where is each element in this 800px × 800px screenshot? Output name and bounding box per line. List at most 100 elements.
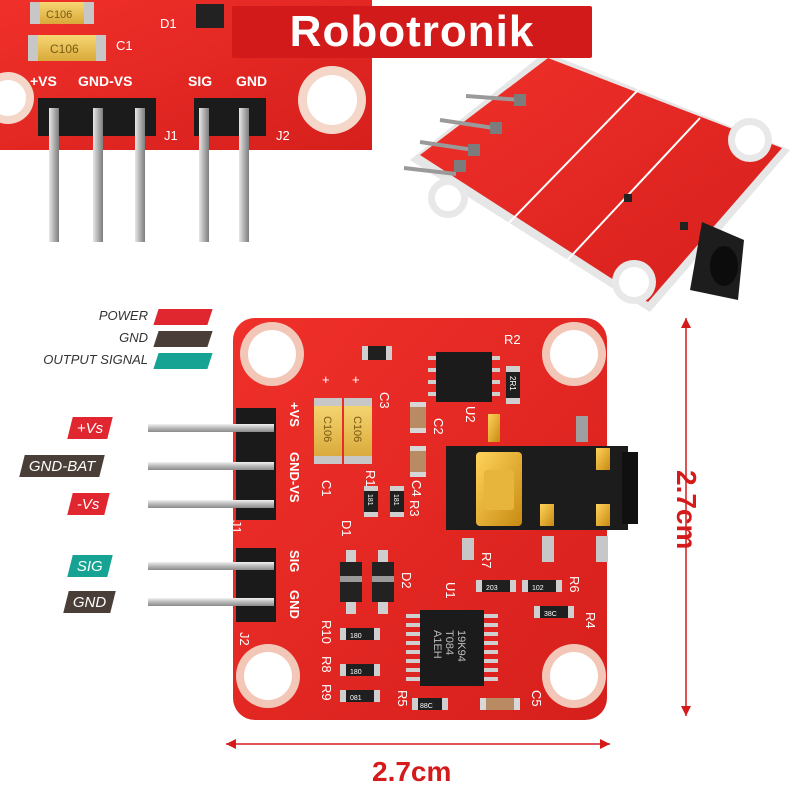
chip-u2 [436,352,492,402]
pin-tag-vs-plus: +Vs [67,417,114,439]
pin-tag-sig: SIG [67,555,113,577]
header-label: GND-VS [78,73,132,89]
smd-resistor: 38C [534,606,574,618]
header-label: +VS [30,73,57,89]
ref-label: C3 [377,392,392,409]
smd-resistor: 181 [390,486,404,517]
smd-capacitor [480,698,520,710]
ref-label: C2 [431,418,446,435]
board-back-photo [403,52,790,312]
cap-mark: C106 [351,416,363,442]
header-pins [148,424,274,606]
ref-label: R8 [319,656,334,673]
smd-resistor: 180 [340,664,380,676]
ref-label: J1 [164,128,178,143]
svg-text:+: + [352,372,360,387]
chip-u1: T084 19K94 A1EH [406,610,498,686]
ref-label: R5 [395,690,410,707]
diode-d2 [372,550,394,614]
ref-label: R3 [407,500,422,517]
chip-mark: T084 [443,630,455,655]
legend-swatch [153,331,213,347]
smd-capacitor [410,446,426,477]
board-header-label: GND-VS [287,452,302,503]
ref-label: R7 [479,552,494,569]
mounting-hole [236,644,300,708]
ref-label: R1 [363,470,378,487]
ref-label: D1 [339,520,354,537]
ref-label: R2 [504,332,521,347]
ref-label: C4 [409,480,424,497]
board-header-label: SIG [287,550,302,572]
ref-label: C1 [319,480,334,497]
ref-label: C1 [116,38,133,53]
smd-capacitor [410,402,426,433]
resistor-mark: 102 [532,585,544,592]
ref-label: R4 [583,612,598,629]
resistor-mark: 180 [350,669,362,676]
header-label: SIG [188,73,212,89]
resistor-mark: 203 [486,585,498,592]
legend-item: OUTPUT SIGNAL [20,350,213,372]
color-legend: POWER GND OUTPUT SIGNAL [20,306,213,372]
legend-label: OUTPUT SIGNAL [43,352,148,367]
chip-mark: A1EH [431,630,443,659]
ref-label: U2 [463,406,478,423]
resistor-mark: 180 [350,633,362,640]
legend-item: GND [20,328,213,350]
diode-d1 [340,550,362,614]
smd-resistor: 2R1 [506,366,520,404]
dimension-arrows [226,318,691,749]
tantalum-capacitor [314,402,342,458]
legend-label: GND [119,330,148,345]
pin-tag-vs-minus: -Vs [67,493,110,515]
legend-label: POWER [98,308,148,323]
chip-mark: 19K94 [455,630,467,662]
svg-text:+: + [322,372,330,387]
mounting-hole [542,322,606,386]
smd-resistor: 88C [412,698,448,710]
resistor-mark: 181 [392,494,399,506]
pin-tag-gnd: GND [63,591,117,613]
brand-banner: Robotronik [232,6,592,58]
ref-label: R10 [319,620,334,644]
legend-swatch [153,309,213,325]
cap-mark: C106 [50,42,79,56]
mounting-hole [542,644,606,708]
height-dimension-label: 2.7cm [671,470,702,550]
smd-resistor: 181 [364,486,378,517]
smd-resistor: 081 [340,690,380,702]
cap-mark: C106 [46,9,72,21]
ref-label: J2 [237,632,252,646]
pin-header-j2 [236,548,276,622]
resistor-mark: 181 [366,494,373,506]
resistor-mark: 081 [350,695,362,702]
width-dimension-label: 2.7cm [372,756,452,787]
ref-label: C5 [529,690,544,707]
brand-name: Robotronik [289,7,535,56]
legend-item: POWER [20,306,213,328]
smd-resistor [362,346,392,360]
cap-mark: C106 [321,416,333,442]
resistor-mark: 38C [544,611,557,618]
smd-resistor: 180 [340,628,380,640]
board-header-label: +VS [287,402,302,427]
mounting-hole [240,322,304,386]
tantalum-capacitor [30,35,100,61]
main-board: +VS GND-VS SIG GND C106 C106 + + [229,318,638,720]
ref-label: R9 [319,684,334,701]
smd-resistor: 102 [522,580,562,592]
tantalum-capacitor [344,402,372,458]
ref-label: U1 [443,582,458,599]
board-header-label: GND [287,590,302,619]
ref-label: D1 [160,16,177,31]
audio-jack [446,414,638,562]
header-label: GND [236,73,267,89]
ref-label: D2 [399,572,414,589]
pin-tag-gnd-bat: GND-BAT [19,455,106,477]
smd-resistor: 203 [476,580,516,592]
legend-swatch [153,353,213,369]
ref-label: J1 [229,520,244,534]
resistor-mark: 2R1 [508,376,517,391]
